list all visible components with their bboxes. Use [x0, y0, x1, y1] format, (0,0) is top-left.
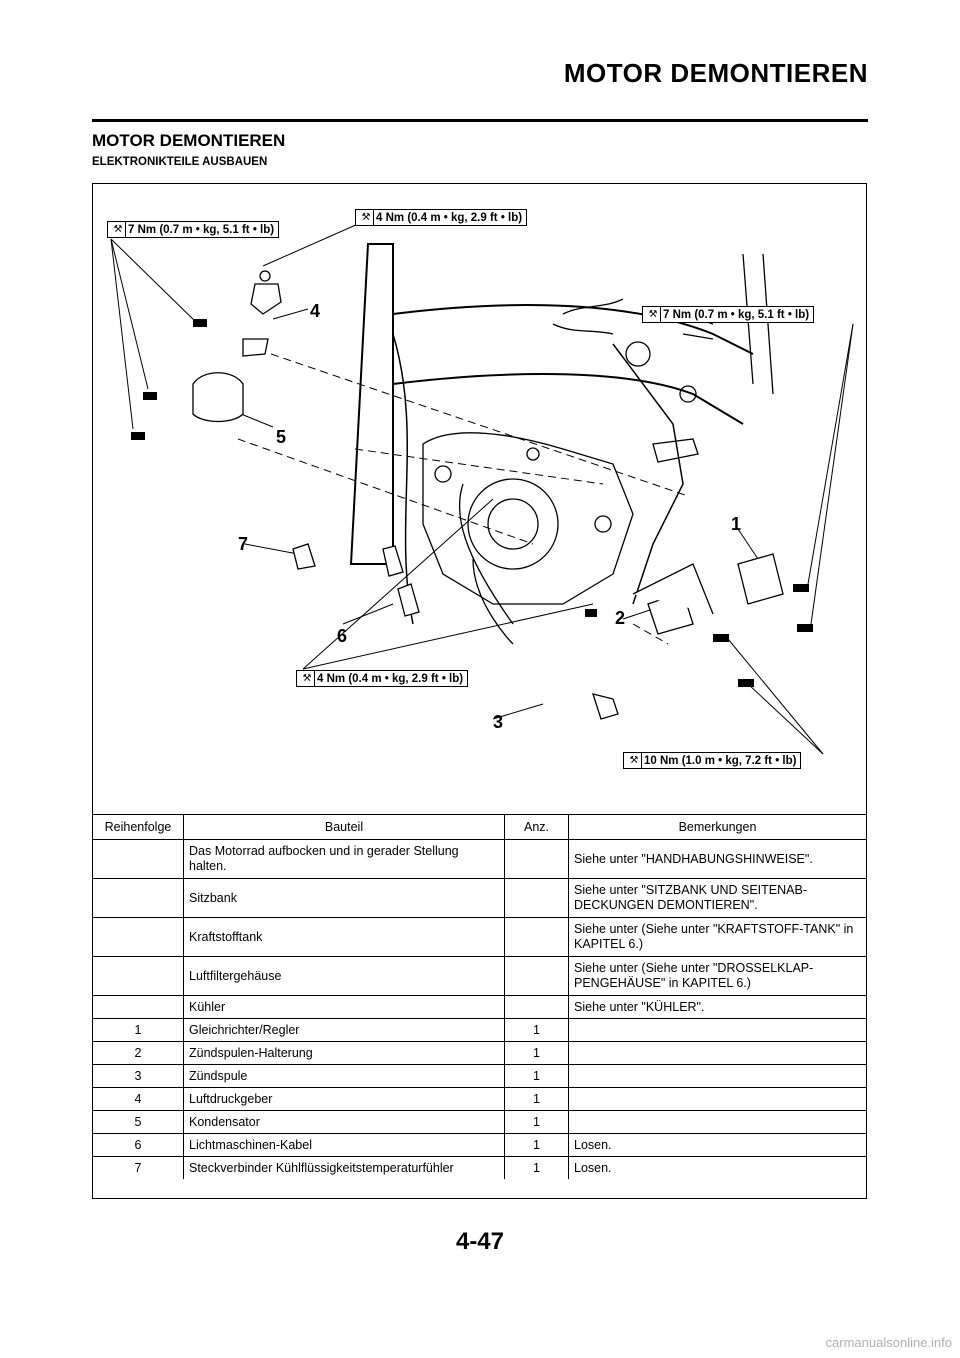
order-cell: 2 [93, 1041, 184, 1065]
qty-cell [504, 995, 569, 1019]
torque-wrench-icon: ⚒ [111, 222, 126, 237]
part-cell: Das Motorrad aufbocken und in gerader St… [183, 839, 505, 879]
note-cell [568, 1041, 866, 1065]
exploded-diagram: ⚒ 7 Nm (0.7 m • kg, 5.1 ft • lb) ⚒ 4 Nm … [93, 184, 866, 814]
page-number: 4-47 [455, 1228, 505, 1255]
parts-table: Reihenfolge Bauteil Anz. Bemerkungen Das… [93, 814, 866, 1179]
column-header: Anz. [504, 814, 569, 840]
part-cell: Lichtmaschinen-Kabel [183, 1133, 505, 1157]
part-cell: Zündspule [183, 1064, 505, 1088]
order-cell [93, 917, 184, 957]
callout-3: 3 [493, 712, 504, 732]
watermark: carmanualsonline.info [825, 1335, 952, 1350]
table-row: 4 Luftdruckgeber 1 [93, 1087, 866, 1111]
header-rule [92, 119, 868, 122]
part-cell: Steckverbinder Kühlflüssigkeitstemperatu… [183, 1156, 505, 1179]
torque-spec-text: 4 Nm (0.4 m • kg, 2.9 ft • lb) [317, 673, 464, 685]
torque-wrench-icon: ⚒ [359, 210, 374, 225]
order-cell [93, 995, 184, 1019]
order-cell: 7 [93, 1156, 184, 1179]
note-cell: Siehe unter (Siehe unter "DROSSELKLAP-PE… [568, 956, 866, 996]
order-cell [93, 839, 184, 879]
qty-cell [504, 917, 569, 957]
torque-spec-label: ⚒ 10 Nm (1.0 m • kg, 7.2 ft • lb) [623, 752, 802, 769]
table-row: 6 Lichtmaschinen-Kabel 1 Losen. [93, 1133, 866, 1157]
table-row: Kraftstofftank Siehe unter (Siehe unter … [93, 917, 866, 957]
order-cell: 3 [93, 1064, 184, 1088]
column-header: Bemerkungen [568, 814, 866, 840]
table-header-row: Reihenfolge Bauteil Anz. Bemerkungen [93, 814, 866, 840]
note-cell: Losen. [568, 1133, 866, 1157]
torque-spec-text: 10 Nm (1.0 m • kg, 7.2 ft • lb) [644, 755, 797, 767]
order-cell: 1 [93, 1018, 184, 1042]
torque-wrench-icon: ⚒ [646, 307, 661, 322]
part-cell: Sitzbank [183, 878, 505, 918]
table-row: 1 Gleichrichter/Regler 1 [93, 1018, 866, 1042]
table-row: Das Motorrad aufbocken und in gerader St… [93, 839, 866, 879]
note-cell: Siehe unter "KÜHLER". [568, 995, 866, 1019]
torque-spec-text: 4 Nm (0.4 m • kg, 2.9 ft • lb) [376, 212, 523, 224]
column-header: Bauteil [183, 814, 505, 840]
qty-cell: 1 [504, 1133, 569, 1157]
callout-2: 2 [615, 608, 626, 628]
part-cell: Luftfiltergehäuse [183, 956, 505, 996]
qty-cell: 1 [504, 1041, 569, 1065]
table-row: 7 Steckverbinder Kühlflüssigkeitstempera… [93, 1156, 866, 1179]
torque-spec-label: ⚒ 7 Nm (0.7 m • kg, 5.1 ft • lb) [642, 306, 815, 323]
torque-spec-text: 7 Nm (0.7 m • kg, 5.1 ft • lb) [663, 309, 810, 321]
qty-cell [504, 839, 569, 879]
qty-cell [504, 878, 569, 918]
table-row: 2 Zündspulen-Halterung 1 [93, 1041, 866, 1065]
qty-cell: 1 [504, 1110, 569, 1134]
qty-cell: 1 [504, 1018, 569, 1042]
note-cell [568, 1018, 866, 1042]
table-row: Kühler Siehe unter "KÜHLER". [93, 995, 866, 1019]
part-cell: Gleichrichter/Regler [183, 1018, 505, 1042]
note-cell: Siehe unter (Siehe unter "KRAFTSTOFF-TAN… [568, 917, 866, 957]
table-row: Luftfiltergehäuse Siehe unter (Siehe unt… [93, 956, 866, 996]
order-cell: 6 [93, 1133, 184, 1157]
torque-wrench-icon: ⚒ [627, 753, 642, 768]
order-cell: 4 [93, 1087, 184, 1111]
table-row: 5 Kondensator 1 [93, 1110, 866, 1134]
section-title: MOTOR DEMONTIEREN [92, 131, 286, 150]
order-cell [93, 878, 184, 918]
part-cell: Luftdruckgeber [183, 1087, 505, 1111]
note-cell [568, 1087, 866, 1111]
content-frame: ⚒ 7 Nm (0.7 m • kg, 5.1 ft • lb) ⚒ 4 Nm … [92, 183, 867, 1199]
qty-cell: 1 [504, 1156, 569, 1179]
qty-cell: 1 [504, 1064, 569, 1088]
order-cell [93, 956, 184, 996]
part-cell: Kraftstofftank [183, 917, 505, 957]
column-header: Reihenfolge [93, 814, 184, 840]
torque-wrench-icon: ⚒ [300, 671, 315, 686]
callout-7: 7 [238, 534, 249, 554]
table-row: 3 Zündspule 1 [93, 1064, 866, 1088]
torque-spec-text: 7 Nm (0.7 m • kg, 5.1 ft • lb) [128, 224, 275, 236]
subsection-title: ELEKTRONIKTEILE AUSBAUEN [92, 156, 268, 168]
note-cell [568, 1110, 866, 1134]
note-cell: Siehe unter "HANDHABUNGSHINWEISE". [568, 839, 866, 879]
torque-spec-label: ⚒ 4 Nm (0.4 m • kg, 2.9 ft • lb) [355, 209, 528, 226]
torque-spec-label: ⚒ 7 Nm (0.7 m • kg, 5.1 ft • lb) [107, 221, 280, 238]
part-cell: Zündspulen-Halterung [183, 1041, 505, 1065]
qty-cell: 1 [504, 1087, 569, 1111]
callout-5: 5 [276, 427, 287, 447]
qty-cell [504, 956, 569, 996]
note-cell [568, 1064, 866, 1088]
note-cell: Siehe unter "SITZBANK UND SEITENAB-DECKU… [568, 878, 866, 918]
callout-1: 1 [731, 514, 742, 534]
table-row: Sitzbank Siehe unter "SITZBANK UND SEITE… [93, 878, 866, 918]
engine-illustration [110, 223, 854, 755]
note-cell: Losen. [568, 1156, 866, 1179]
order-cell: 5 [93, 1110, 184, 1134]
part-cell: Kühler [183, 995, 505, 1019]
callout-4: 4 [310, 301, 321, 321]
part-cell: Kondensator [183, 1110, 505, 1134]
torque-spec-label: ⚒ 4 Nm (0.4 m • kg, 2.9 ft • lb) [296, 670, 469, 687]
callout-6: 6 [337, 626, 348, 646]
page-header: MOTOR DEMONTIEREN [563, 58, 868, 88]
